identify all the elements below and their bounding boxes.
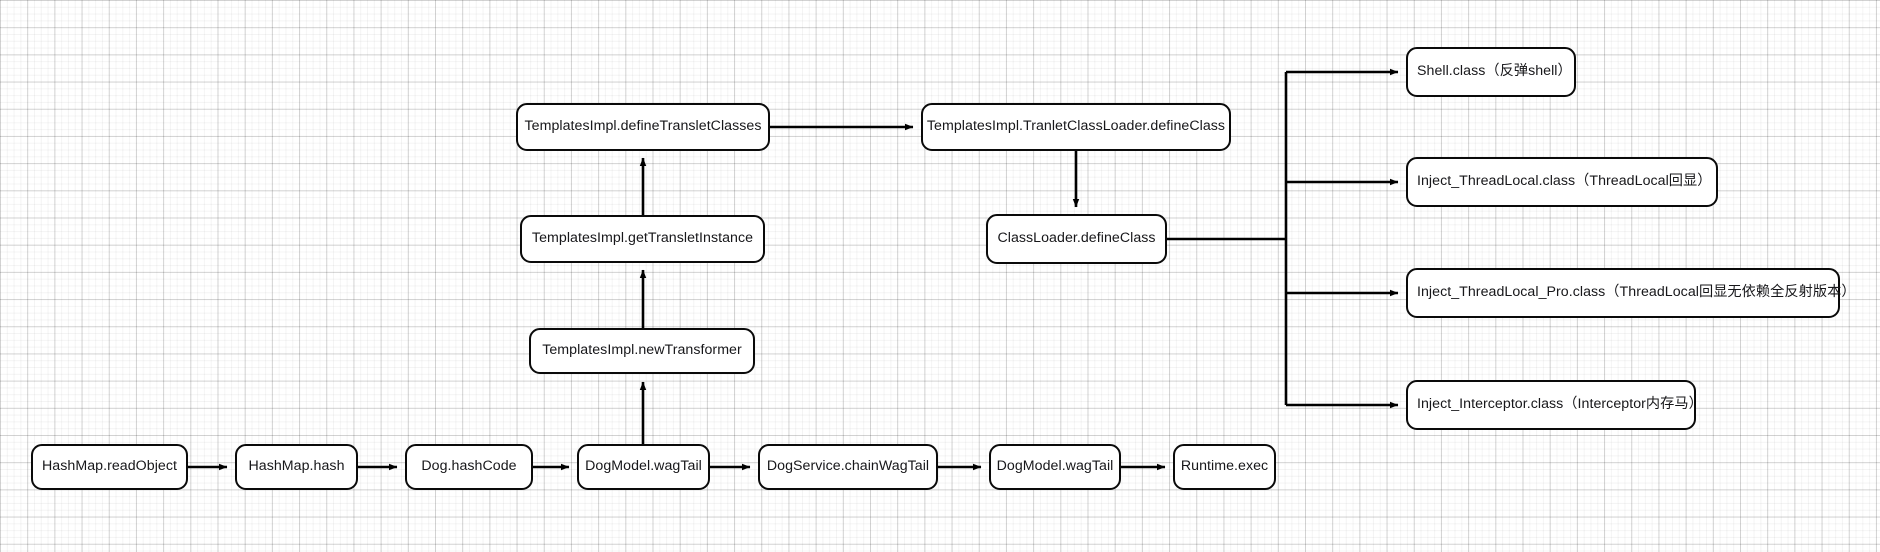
node-label: TemplatesImpl.TranletClassLoader.defineC… — [926, 118, 1226, 135]
node-label: TemplatesImpl.getTransletInstance — [531, 230, 754, 247]
node-label: HashMap.hash — [248, 458, 345, 475]
node-label: HashMap.readObject — [42, 458, 177, 475]
node-templatesimpl-gettransletinstance[interactable]: TemplatesImpl.getTransletInstance — [520, 215, 765, 263]
node-hashmap-hash[interactable]: HashMap.hash — [235, 444, 358, 490]
node-inject-threadlocal-pro-class[interactable]: Inject_ThreadLocal_Pro.class（ThreadLocal… — [1406, 268, 1856, 318]
node-shell-class[interactable]: Shell.class（反弹shell） — [1406, 47, 1576, 97]
node-label: Inject_ThreadLocal.class（ThreadLocal回显） — [1417, 173, 1712, 190]
node-label: DogModel.wagTail — [996, 458, 1114, 475]
node-dogmodel-wagtail-1[interactable]: DogModel.wagTail — [577, 444, 710, 490]
node-runtime-exec[interactable]: Runtime.exec — [1173, 444, 1276, 490]
node-classloader-defineclass[interactable]: ClassLoader.defineClass — [986, 214, 1167, 264]
node-label: TemplatesImpl.newTransformer — [542, 342, 742, 359]
node-label: TemplatesImpl.defineTransletClasses — [524, 118, 762, 135]
node-templatesimpl-tranletclassloader-defineclass[interactable]: TemplatesImpl.TranletClassLoader.defineC… — [921, 103, 1231, 151]
node-label: Dog.hashCode — [421, 458, 517, 475]
node-inject-interceptor-class[interactable]: Inject_Interceptor.class（Interceptor内存马） — [1406, 380, 1703, 430]
node-label: DogModel.wagTail — [585, 458, 702, 475]
node-dog-hashcode[interactable]: Dog.hashCode — [405, 444, 533, 490]
node-label: ClassLoader.defineClass — [997, 230, 1156, 247]
node-inject-threadlocal-class[interactable]: Inject_ThreadLocal.class（ThreadLocal回显） — [1406, 157, 1718, 207]
node-label: Inject_Interceptor.class（Interceptor内存马） — [1417, 396, 1703, 413]
node-templatesimpl-newtransformer[interactable]: TemplatesImpl.newTransformer — [529, 328, 755, 374]
node-label: Runtime.exec — [1180, 458, 1269, 475]
node-label: DogService.chainWagTail — [766, 458, 930, 475]
node-label: Inject_ThreadLocal_Pro.class（ThreadLocal… — [1417, 284, 1856, 301]
node-hashmap-readobject[interactable]: HashMap.readObject — [31, 444, 188, 490]
node-dogservice-chainwagtail[interactable]: DogService.chainWagTail — [758, 444, 938, 490]
node-label: Shell.class（反弹shell） — [1417, 63, 1572, 80]
node-templatesimpl-definetransletclasses[interactable]: TemplatesImpl.defineTransletClasses — [516, 103, 770, 151]
node-dogmodel-wagtail-2[interactable]: DogModel.wagTail — [989, 444, 1121, 490]
